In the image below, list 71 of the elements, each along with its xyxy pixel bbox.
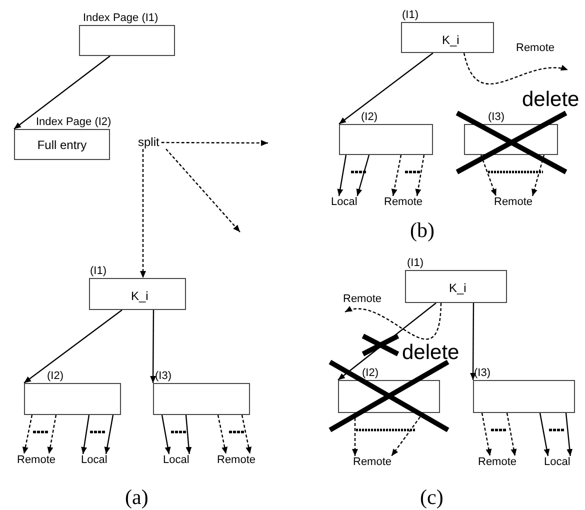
page-label: (I2) — [361, 110, 378, 124]
arrow — [539, 412, 550, 456]
pointer-target-label: Remote — [17, 454, 56, 467]
index-page — [89, 264, 186, 310]
arrow — [47, 414, 57, 454]
index-page — [14, 115, 110, 160]
arrow — [241, 414, 252, 454]
pointer-target-label: Local — [81, 454, 108, 467]
arrow — [415, 154, 425, 196]
pointer-target-label: Local — [163, 454, 190, 467]
pointer-target-label: Remote — [478, 456, 517, 469]
arrow — [565, 412, 573, 456]
arrow — [532, 154, 545, 196]
arrow — [81, 414, 90, 454]
arrow — [356, 154, 370, 196]
index-page — [338, 366, 440, 413]
arrow — [185, 414, 192, 454]
arrow — [337, 154, 347, 196]
arrow — [161, 140, 268, 146]
delete-label: delete — [402, 341, 460, 365]
index-page — [79, 11, 175, 56]
page-label: (I2) — [47, 369, 64, 383]
caption-label: (a) — [125, 485, 148, 510]
page-label: (I1) — [90, 264, 106, 278]
index-page — [464, 110, 558, 155]
page-label: (I3) — [155, 369, 172, 383]
caption-label: (b) — [410, 218, 434, 243]
pointer-target-label: Remote — [384, 196, 423, 209]
key-label: K_i — [449, 281, 466, 295]
key-label: K_i — [131, 289, 148, 303]
page-label: (I3) — [474, 366, 490, 380]
arrow — [481, 412, 492, 456]
arrow — [150, 310, 156, 383]
caption-label: (c) — [420, 485, 444, 510]
page-label: (I1) — [407, 256, 424, 270]
index-page — [405, 256, 507, 303]
arrow — [338, 52, 434, 124]
pointer-target-label: Remote — [494, 196, 533, 209]
page-label: (I1) — [402, 8, 418, 22]
arrow — [506, 412, 517, 456]
arrow — [470, 303, 476, 380]
arrow — [166, 148, 240, 232]
arrow — [338, 302, 436, 380]
page-label: (I2) — [362, 366, 378, 380]
delete-label: delete — [522, 88, 580, 112]
index-page — [339, 110, 433, 155]
pointer-target-label: Local — [331, 196, 358, 209]
arrow — [24, 310, 122, 384]
arrow — [217, 414, 228, 454]
page-label: Index Page (I2) — [36, 115, 112, 129]
arrow — [140, 149, 146, 278]
index-page — [153, 369, 250, 415]
index-page — [401, 8, 494, 53]
entry-label: Full entry — [36, 138, 88, 152]
arrow — [391, 154, 402, 196]
arrow — [463, 52, 568, 84]
arrow — [104, 414, 114, 454]
index-page — [24, 369, 121, 415]
arrow — [22, 414, 33, 454]
pointer-target-label: Local — [544, 456, 570, 469]
page-label: (I3) — [488, 110, 504, 124]
arrow — [161, 414, 171, 454]
arrow — [344, 302, 442, 340]
page-label: Index Page (I1) — [83, 11, 158, 25]
pointer-target-label: Remote — [353, 456, 392, 469]
key-label: K_i — [442, 33, 460, 47]
pointer-target-label: split — [138, 136, 160, 149]
index-page — [473, 366, 575, 413]
arrow — [14, 56, 110, 130]
pointer-target-label: Remote — [217, 454, 256, 467]
arrow — [480, 154, 497, 196]
